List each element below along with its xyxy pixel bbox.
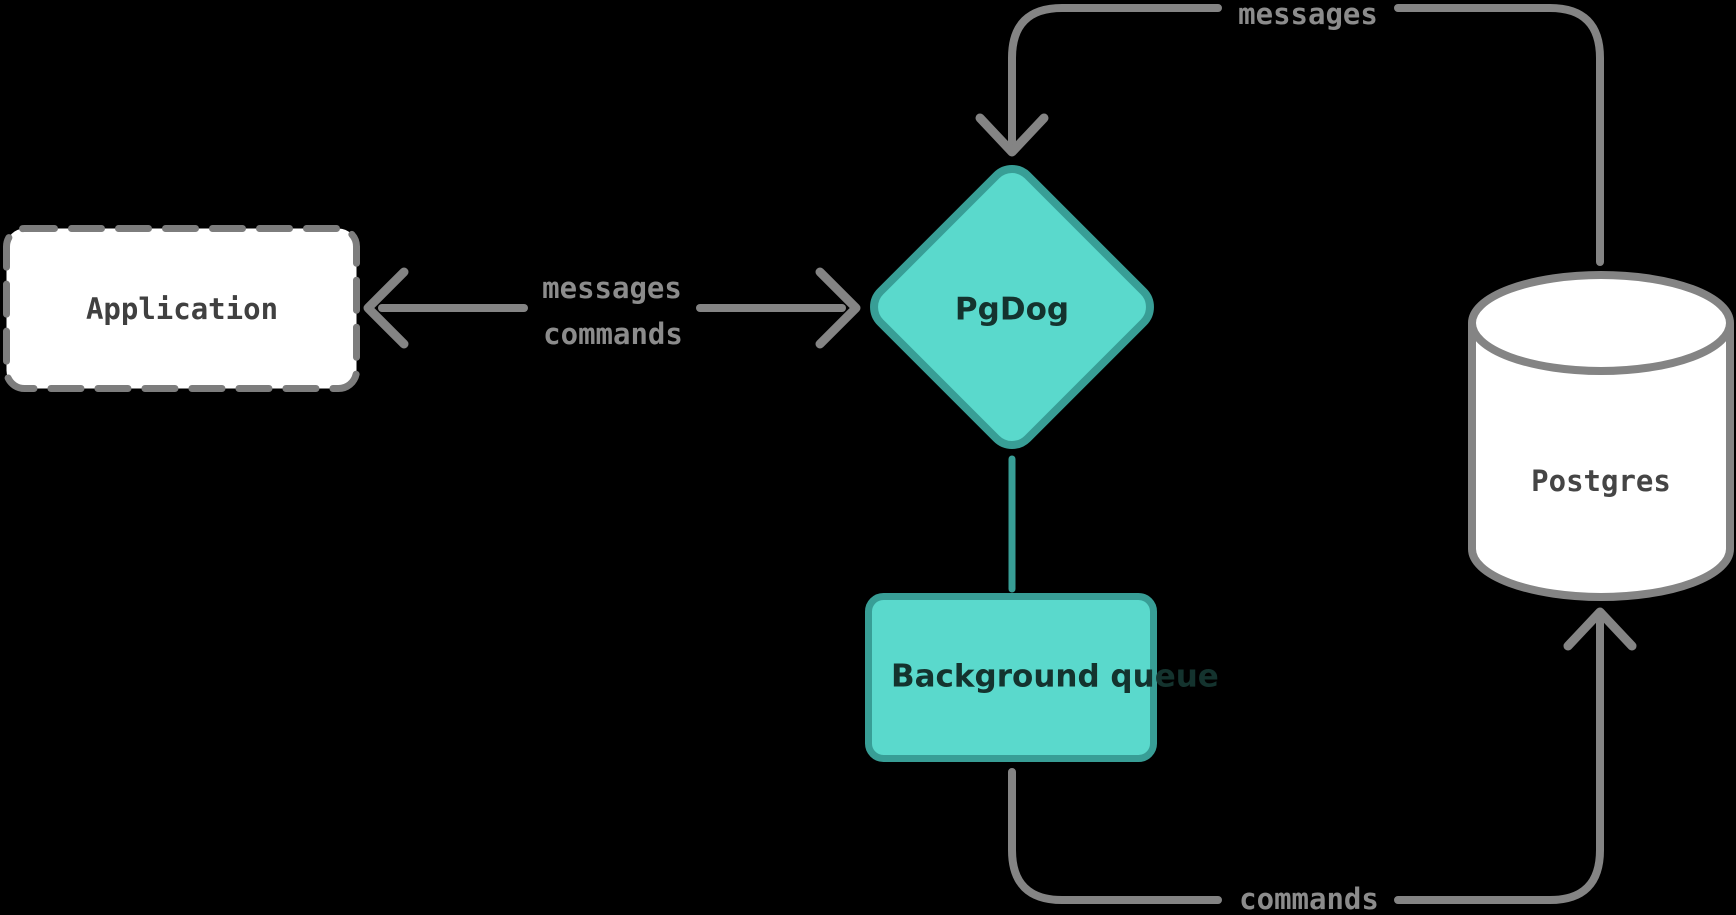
pgdog-node-shape: [870, 165, 1154, 449]
arrowhead-right-icon: [815, 267, 861, 349]
edge-label-messages-middle: messages: [542, 270, 682, 305]
edge-label-commands-bottom: commands: [1239, 881, 1379, 915]
arrowhead-up-icon: [1563, 607, 1637, 651]
postgres-node-label: Postgres: [1531, 463, 1671, 498]
edge-label-messages-top: messages: [1238, 0, 1378, 31]
application-node-shape: [3, 225, 360, 392]
background-queue-node-shape: [865, 593, 1157, 762]
background-queue-node-label: Background queue: [891, 658, 1219, 695]
arrowhead-left-icon: [363, 267, 409, 349]
postgres-cylinder-top: [1468, 271, 1734, 375]
application-node-label: Application: [85, 291, 279, 326]
edge-label-commands-middle: commands: [543, 316, 683, 351]
arrowhead-down-icon: [975, 113, 1049, 157]
edge-postgres-to-pgdog-left-segment: [1008, 4, 1222, 150]
postgres-cylinder-body: [1468, 323, 1734, 601]
edge-queue-to-postgres-right-segment: [1394, 618, 1604, 904]
edge-queue-to-postgres-left-segment: [1008, 768, 1222, 904]
pgdog-node-label: PgDog: [954, 291, 1070, 328]
edge-postgres-to-pgdog-right-segment: [1394, 4, 1604, 266]
